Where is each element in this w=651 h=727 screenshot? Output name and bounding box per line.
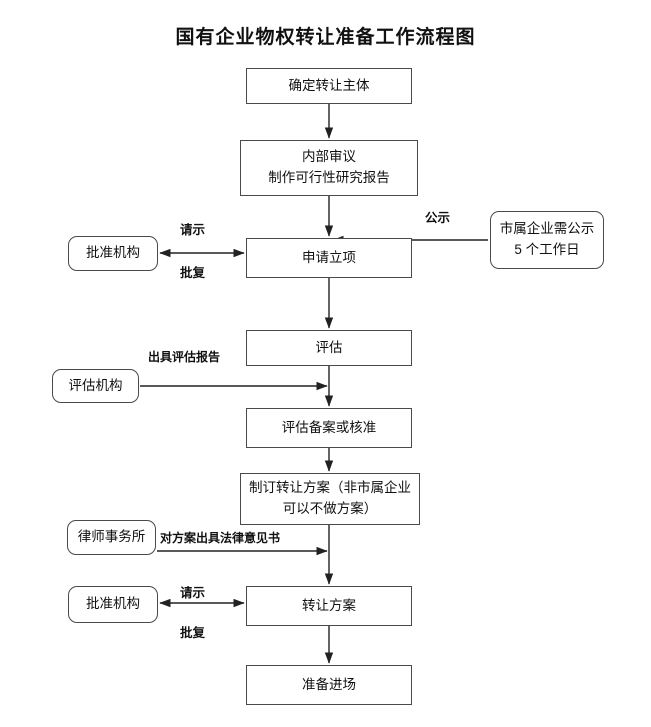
node-approval-authority-top[interactable]: 批准机构 <box>68 236 158 271</box>
edge-label-legal-opinion: 对方案出具法律意见书 <box>160 531 281 545</box>
page-title: 国有企业物权转让准备工作流程图 <box>175 27 476 48</box>
node-label: 评估 <box>315 339 343 355</box>
node-label-line1: 制订转让方案（非市属企业 <box>249 480 411 496</box>
node-label: 评估机构 <box>68 377 123 393</box>
node-appraisal[interactable]: 评估 <box>246 330 412 366</box>
edge-label-request-top: 请示 <box>180 223 206 237</box>
node-approval-authority-bottom[interactable]: 批准机构 <box>68 586 158 623</box>
node-municipal-public-notice[interactable]: 市属企业需公示 5 个工作日 <box>490 211 604 269</box>
node-label-line2: 可以不做方案） <box>282 501 378 516</box>
node-label-line2: 制作可行性研究报告 <box>268 170 390 185</box>
node-label: 转让方案 <box>302 597 356 613</box>
edge-label-public-notice: 公示 <box>425 211 451 225</box>
edge-label-issue-appraisal-report: 出具评估报告 <box>148 350 221 364</box>
edge-label-request-bottom: 请示 <box>180 586 206 600</box>
edge-label-reply-top: 批复 <box>180 266 206 280</box>
node-label: 批准机构 <box>86 596 140 612</box>
node-label: 律师事务所 <box>77 529 146 545</box>
node-appraisal-filing-or-approval[interactable]: 评估备案或核准 <box>246 408 412 448</box>
node-label-line1: 市属企业需公示 <box>499 221 595 237</box>
node-label: 评估备案或核准 <box>281 419 377 435</box>
node-appraisal-agency[interactable]: 评估机构 <box>52 369 139 403</box>
node-apply-project[interactable]: 申请立项 <box>246 238 412 278</box>
node-transfer-plan[interactable]: 转让方案 <box>246 586 412 626</box>
node-prepare-entry[interactable]: 准备进场 <box>246 665 412 705</box>
node-internal-review[interactable]: 内部审议 制作可行性研究报告 <box>240 140 418 196</box>
node-label: 确定转让主体 <box>288 77 370 93</box>
node-label: 准备进场 <box>302 676 356 692</box>
node-confirm-transfer-entity[interactable]: 确定转让主体 <box>246 68 412 104</box>
node-label: 批准机构 <box>86 245 140 261</box>
node-formulate-transfer-plan[interactable]: 制订转让方案（非市属企业 可以不做方案） <box>240 473 420 525</box>
edge-label-reply-bottom: 批复 <box>180 626 206 640</box>
node-label-line2: 5 个工作日 <box>514 242 580 257</box>
node-label: 申请立项 <box>302 249 356 265</box>
node-law-firm[interactable]: 律师事务所 <box>67 520 156 555</box>
node-label-line1: 内部审议 <box>302 149 356 165</box>
